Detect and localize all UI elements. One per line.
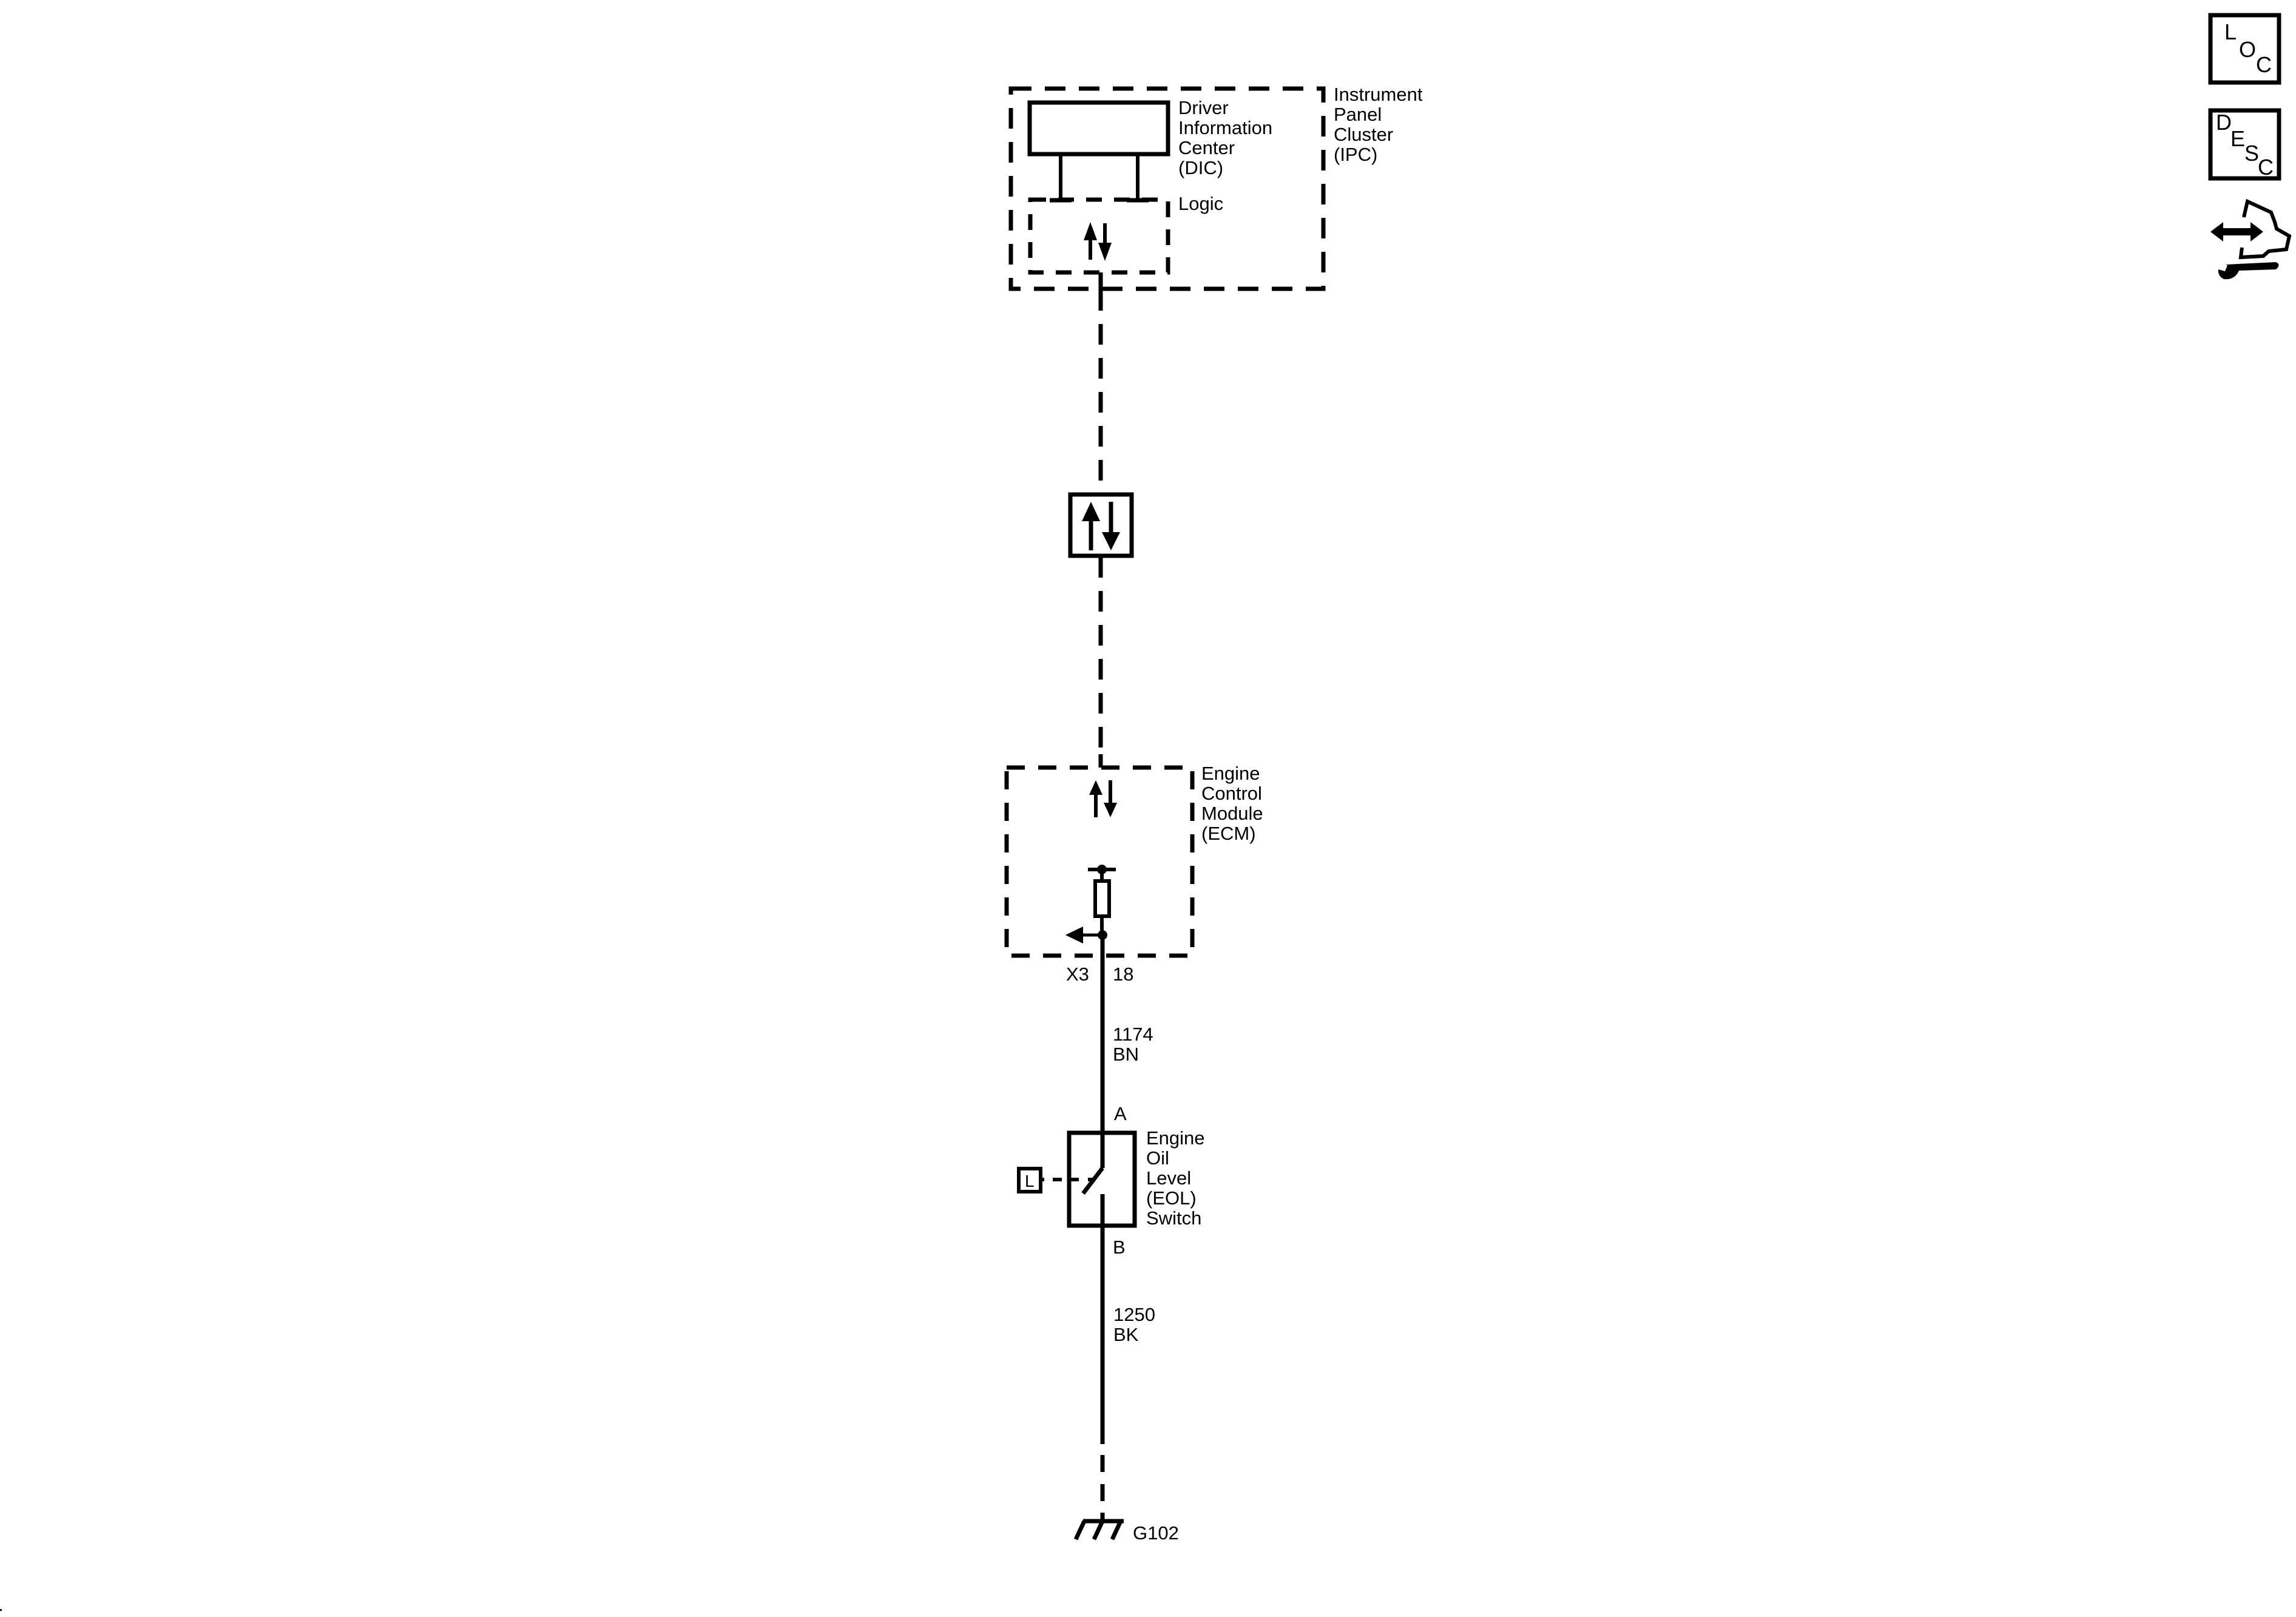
svg-text:E: E — [2230, 126, 2245, 151]
ecm-pin-label: 18 — [1113, 964, 1133, 985]
svg-text:L: L — [2224, 19, 2237, 44]
logic-data-arrows-icon — [1084, 222, 1112, 261]
corner-mark — [0, 1609, 2, 1611]
ipc-label: Instrument Panel Cluster (IPC) — [1334, 84, 1428, 165]
ecm-data-arrows-icon — [1089, 780, 1117, 817]
logic-label: Logic — [1178, 193, 1223, 214]
ipc-module-box[interactable] — [1008, 86, 1326, 291]
svg-text:C: C — [2256, 52, 2272, 77]
serial-data-symbol[interactable] — [1068, 492, 1134, 558]
connector-repair-icon[interactable] — [2210, 198, 2292, 280]
logic-box[interactable] — [1028, 197, 1170, 275]
eol-switch[interactable] — [1053, 1130, 1137, 1228]
location-icon[interactable]: L O C — [2208, 13, 2281, 85]
ground-label: G102 — [1133, 1522, 1179, 1544]
location-tag-icon[interactable]: L — [1017, 1167, 1044, 1193]
dic-label: Driver Information Center (DIC) — [1178, 97, 1278, 178]
wire-1250-label: 1250 BK — [1113, 1304, 1161, 1345]
switch-terminal-a: A — [1114, 1103, 1127, 1124]
svg-text:L: L — [1025, 1172, 1035, 1190]
svg-text:D: D — [2216, 110, 2232, 135]
wire-1174-label: 1174 BN — [1113, 1024, 1158, 1065]
ground-icon[interactable] — [1073, 1519, 1124, 1541]
switch-terminal-b: B — [1113, 1237, 1126, 1258]
ecm-module-box[interactable] — [1004, 754, 1195, 958]
description-icon[interactable]: D E S C — [2208, 108, 2281, 181]
svg-text:O: O — [2239, 37, 2256, 62]
svg-text:C: C — [2258, 155, 2274, 180]
ecm-connector-label: X3 — [1066, 964, 1089, 985]
dic-display-box[interactable] — [1027, 100, 1170, 203]
eol-switch-label: Engine Oil Level (EOL) Switch — [1146, 1127, 1210, 1229]
ecm-label: Engine Control Module (ECM) — [1201, 763, 1268, 844]
ecm-pullup-resistor — [1065, 865, 1116, 944]
svg-text:S: S — [2244, 141, 2259, 166]
